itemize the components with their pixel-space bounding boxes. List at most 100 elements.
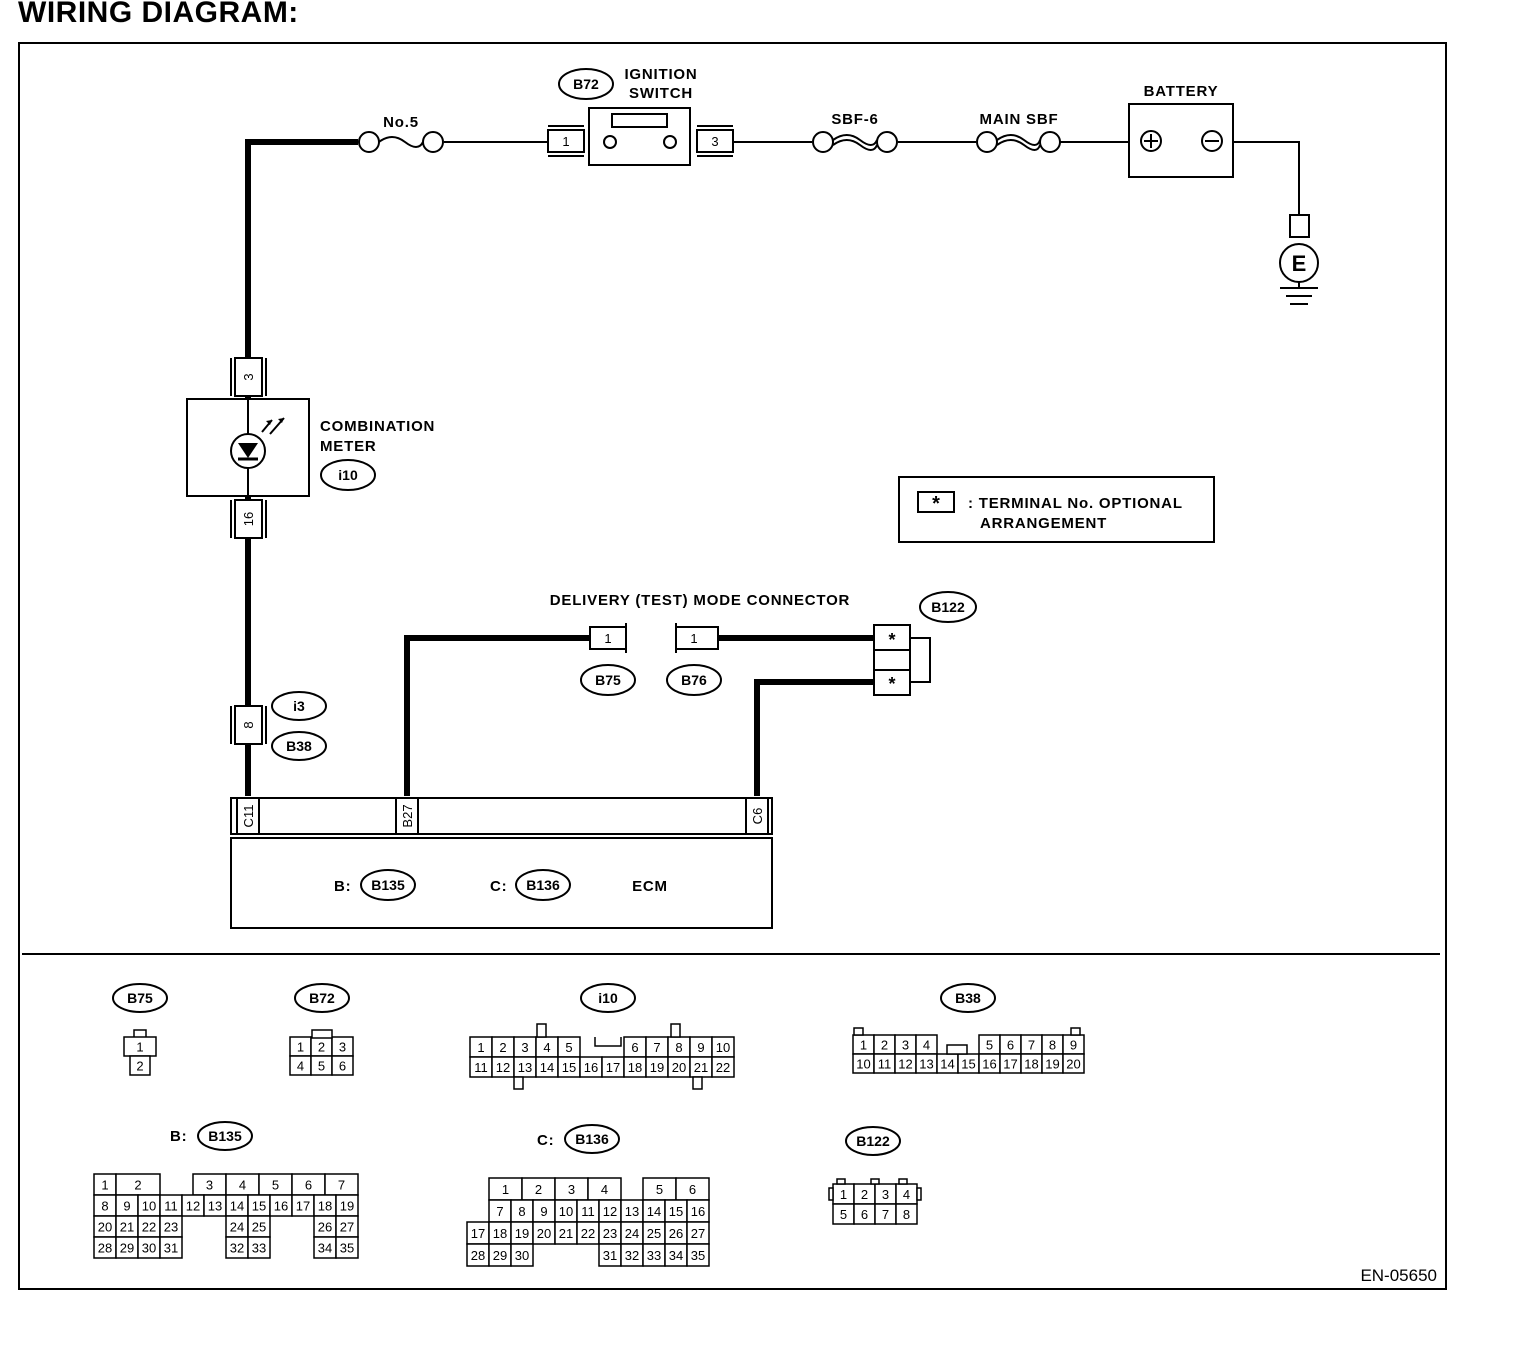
pin-label: 3 [206,1178,213,1193]
pin-cell [1062,1053,1085,1074]
sbf6-label: SBF-6 [831,111,878,128]
pin-label: 10 [856,1057,870,1072]
pin-label: 34 [318,1241,332,1256]
pin-label: 15 [961,1057,975,1072]
b122-connector-tag: B122 [931,599,965,615]
connector-lock-tab [828,1187,834,1201]
delivery-connector-label: DELIVERY (TEST) MODE CONNECTOR [550,592,850,609]
pin-label: 32 [230,1241,244,1256]
view-b75-tag: B75 [127,990,153,1006]
pin-label: 17 [1003,1057,1017,1072]
pin-label: 10 [559,1204,573,1219]
b38-connector-tag: B38 [286,738,312,754]
connector-lock-tab [898,1178,908,1185]
pin-label: 7 [653,1040,660,1055]
pin-label: 2 [535,1182,542,1197]
pin-label: 5 [272,1178,279,1193]
junction-i3-b38: 8 i3 B38 [230,691,327,761]
pin-label: 13 [208,1199,222,1214]
pin-label: 27 [340,1220,354,1235]
pin-label: 16 [584,1060,598,1075]
pin-cell [129,1055,151,1076]
pin-label: 4 [543,1040,550,1055]
main-sbf-label: MAIN SBF [980,111,1059,128]
pin-label: 12 [496,1060,510,1075]
pin-label: 18 [493,1226,507,1241]
b75-pin-1: 1 [604,631,611,646]
pin-label: 7 [338,1178,345,1193]
pin-label: 30 [142,1241,156,1256]
pin-label: 1 [860,1038,867,1053]
pin-label: 20 [1066,1057,1080,1072]
pin-label: 26 [669,1226,683,1241]
pin-label: 32 [625,1248,639,1263]
pin-label: 20 [537,1226,551,1241]
pin-label: 10 [142,1199,156,1214]
view-b38-tag: B38 [955,990,981,1006]
ecm-pin-c6: C6 [750,808,765,825]
pin-label: 4 [903,1187,910,1202]
pin-label: 13 [919,1057,933,1072]
i3-connector-tag: i3 [293,698,305,714]
b122-terminal-a: * [888,630,895,650]
pin-label: 14 [540,1060,554,1075]
pin-label: 4 [239,1178,246,1193]
pin-label: 14 [647,1204,661,1219]
pin-label: 5 [986,1038,993,1053]
power-line [245,139,1300,796]
pin-label: 16 [691,1204,705,1219]
legend-symbol: * [932,493,940,515]
pin-label: 11 [581,1204,595,1219]
pin-label: 12 [603,1204,617,1219]
pin-label: 8 [101,1199,108,1214]
meter-pin-3: 3 [241,373,256,380]
pin-label: 3 [882,1187,889,1202]
pin-label: 13 [625,1204,639,1219]
pin-label: 33 [647,1248,661,1263]
pin-label: 15 [669,1204,683,1219]
pin-label: 33 [252,1241,266,1256]
view-b135-prefix: B: [170,1128,187,1145]
pin-label: 2 [318,1040,325,1055]
pin-cell [247,1236,271,1259]
view-b136-prefix: C: [537,1132,554,1149]
i10-connector-tag: i10 [338,467,358,483]
pin-label: 4 [297,1059,304,1074]
pin-label: 11 [878,1057,892,1072]
combination-meter: 3 16 COMBINATION METER i10 [186,357,434,539]
i3-pin-8: 8 [241,721,256,728]
pin-label: 17 [296,1199,310,1214]
i10-key [594,1037,622,1047]
pin-label: 5 [565,1040,572,1055]
connector-lock-tab [1070,1027,1081,1036]
pin-label: 15 [562,1060,576,1075]
b72-connector-tag: B72 [573,76,599,92]
view-b75-pins: 12 [123,1029,157,1076]
pin-cell [331,1055,354,1076]
fuse-sbf6: SBF-6 [812,111,898,153]
pin-label: 5 [840,1207,847,1222]
pin-label: 21 [120,1220,134,1235]
connector-lock-tab [311,1029,333,1039]
pin-label: 6 [305,1178,312,1193]
pin-label: 6 [861,1207,868,1222]
pin-label: 14 [940,1057,954,1072]
pin-label: 1 [840,1187,847,1202]
pin-label: 19 [340,1199,354,1214]
b76-pin-1: 1 [690,631,697,646]
view-i10-tag: i10 [598,990,618,1006]
ign-pin-3: 3 [711,134,718,149]
pin-label: 8 [675,1040,682,1055]
pin-label: 2 [134,1178,141,1193]
pin-label: 21 [694,1060,708,1075]
pin-label: 35 [340,1241,354,1256]
ecm-b135-tag: B135 [371,877,405,893]
ground-label: E [1292,251,1307,276]
pin-label: 13 [518,1060,532,1075]
delivery-wires [404,635,874,796]
pin-label: 18 [318,1199,332,1214]
connector-lock-tab [536,1023,547,1038]
